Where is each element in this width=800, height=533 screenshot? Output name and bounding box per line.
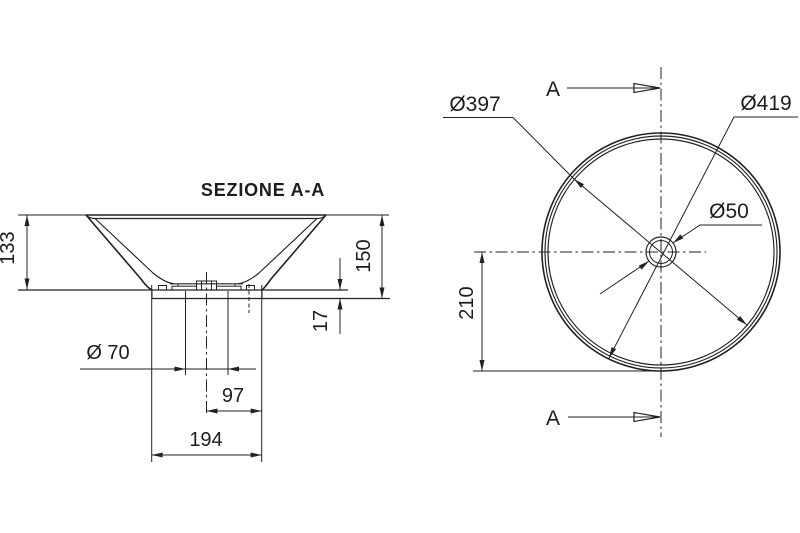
section-marker-bottom: A [546,407,661,430]
dim-label-50: Ø50 [709,200,749,223]
basin-outline [85,214,327,291]
dim-label-210: 210 [456,286,478,319]
dim-label-194: 194 [189,429,222,451]
section-marker-bottom-label: A [546,407,560,430]
dimension-97: 97 [206,385,262,414]
dimension-inner-diameter-397: Ø397 [443,93,748,326]
top-view: A A Ø397 Ø419 Ø50 [443,67,798,437]
dim-label-97: 97 [222,385,244,407]
dimension-outer-diameter-419: Ø419 [608,92,798,359]
section-view: SEZIONE A-A [0,180,390,462]
dim-label-150: 150 [353,239,375,272]
dimension-194: 194 [151,429,262,458]
dim-label-133: 133 [0,231,19,264]
section-view-title: SEZIONE A-A [201,180,325,200]
dim-label-70: Ø 70 [86,342,129,364]
dimension-17: 17 [310,258,343,334]
lower-extension-lines [151,285,263,462]
dimension-133: 133 [0,215,30,290]
dimension-150: 150 [353,215,385,299]
dim-label-397: Ø397 [449,93,500,116]
section-marker-top: A [546,78,661,101]
dim-label-17: 17 [310,310,332,332]
section-marker-top-label: A [546,78,560,101]
dimension-drain-diameter-50: Ø50 [599,200,762,295]
dimension-drain-70: Ø 70 [80,342,256,372]
drain-circles [645,236,677,268]
dim-label-419: Ø419 [740,92,791,115]
dimension-210: 210 [456,252,661,372]
section-reference-lines [18,214,390,300]
